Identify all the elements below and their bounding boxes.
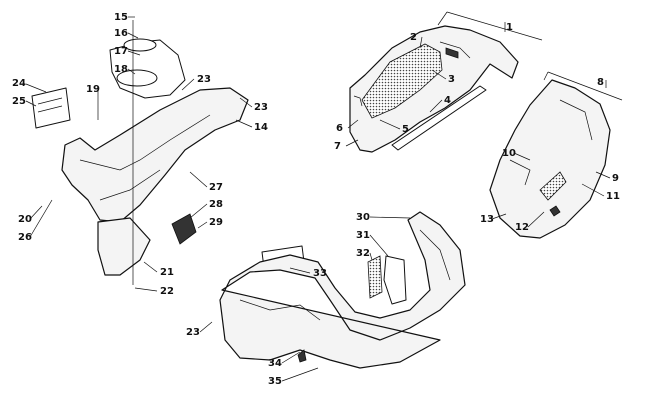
callout-3: 3 <box>448 74 455 85</box>
callout-15: 15 <box>114 12 128 23</box>
nose-pan-assembly <box>219 211 466 369</box>
callout-32: 32 <box>356 248 370 259</box>
callout-leaders <box>25 16 611 382</box>
callout-6: 6 <box>336 123 343 134</box>
side-panel-assembly-right <box>489 71 623 239</box>
callout-23b: 23 <box>254 102 268 113</box>
callout-10: 10 <box>502 148 516 159</box>
callout-1: 1 <box>506 22 513 33</box>
side-panel-assembly-left <box>349 11 543 153</box>
callout-4: 4 <box>444 95 451 106</box>
callout-18: 18 <box>114 64 128 75</box>
callout-2: 2 <box>410 32 417 43</box>
callout-24: 24 <box>12 78 26 89</box>
callout-30: 30 <box>356 212 370 223</box>
callout-5: 5 <box>402 124 409 135</box>
callout-14: 14 <box>254 122 268 133</box>
callout-labels: 1 2 3 4 5 6 7 8 9 10 11 12 13 14 15 16 1… <box>12 12 620 387</box>
callout-23c: 23 <box>186 327 200 338</box>
callout-7: 7 <box>334 141 341 152</box>
callout-25: 25 <box>12 96 26 107</box>
callout-9: 9 <box>612 173 619 184</box>
callout-34: 34 <box>268 358 282 369</box>
callout-17: 17 <box>114 46 128 57</box>
callout-27: 27 <box>209 182 223 193</box>
callout-35: 35 <box>268 376 282 387</box>
callout-33: 33 <box>313 268 327 279</box>
callout-29: 29 <box>209 217 223 228</box>
callout-8: 8 <box>597 77 604 88</box>
callout-13: 13 <box>480 214 494 225</box>
callout-21: 21 <box>160 267 174 278</box>
callout-28: 28 <box>209 199 223 210</box>
callout-26: 26 <box>18 232 32 243</box>
callout-22: 22 <box>160 286 174 297</box>
callout-20: 20 <box>18 214 32 225</box>
frame-bracket-assembly <box>31 20 249 285</box>
callout-11: 11 <box>606 191 620 202</box>
callout-16: 16 <box>114 28 128 39</box>
callout-19: 19 <box>86 84 100 95</box>
callout-12: 12 <box>515 222 529 233</box>
callout-31: 31 <box>356 230 370 241</box>
callout-23a: 23 <box>197 74 211 85</box>
